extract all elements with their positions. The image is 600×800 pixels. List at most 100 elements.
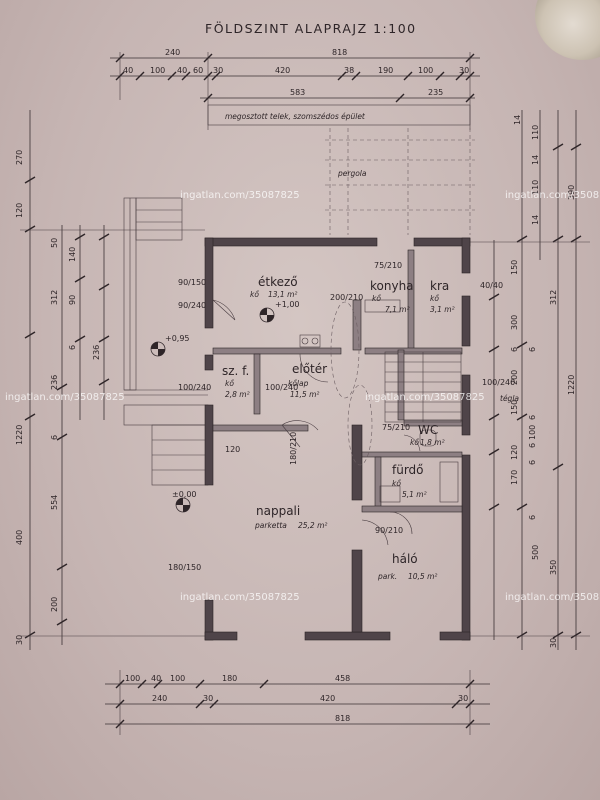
door-dim-2: 90/240 bbox=[178, 301, 206, 310]
room-wc-area: 1,8 m² bbox=[420, 438, 445, 447]
dim-left-236b: 236 bbox=[92, 345, 101, 360]
right-dimension-lines bbox=[470, 110, 590, 650]
neighbour-note: megosztott telek, szomszédos épület bbox=[225, 112, 366, 121]
level-entrance: ±0,00 bbox=[172, 490, 197, 499]
dim-right-6f: 6 bbox=[528, 515, 537, 520]
dim-top-818: 818 bbox=[332, 48, 347, 57]
room-szf-name: sz. f. bbox=[222, 364, 249, 378]
dim-bottom-180: 180 bbox=[222, 674, 237, 683]
door-dim-9: 40/40 bbox=[480, 281, 503, 290]
dim-right-200: 200 bbox=[510, 370, 519, 385]
door-dim-10: 75/210 bbox=[382, 423, 410, 432]
dim-left-120: 120 bbox=[15, 203, 24, 218]
dim-left-90: 90 bbox=[68, 295, 77, 305]
dim-right-110b: 110 bbox=[531, 180, 540, 195]
dim-bottom-40: 40 bbox=[151, 674, 161, 683]
room-konyha-detail: kő bbox=[372, 294, 381, 303]
door-dim-4: 100/240 bbox=[265, 383, 298, 392]
dim-bottom2-30b: 30 bbox=[458, 694, 468, 703]
dim-left-400: 400 bbox=[15, 530, 24, 545]
watermark-3: ingatlan.com/35087825 bbox=[365, 392, 485, 403]
dim-right-100: 100 bbox=[528, 425, 537, 440]
dim-bottom2-30a: 30 bbox=[203, 694, 213, 703]
door-dim-13: 100/240 bbox=[482, 378, 515, 387]
stairs bbox=[384, 351, 462, 423]
dim-right-110a: 110 bbox=[531, 125, 540, 140]
room-nappali-name: nappali bbox=[256, 504, 300, 518]
dim-top-240: 240 bbox=[165, 48, 180, 57]
dim-right-390: 390 bbox=[567, 185, 576, 200]
room-wc-name: WC bbox=[418, 423, 438, 437]
room-halo-detail: park. bbox=[377, 572, 397, 581]
dim-right-150a: 150 bbox=[510, 260, 519, 275]
dim-top2-100a: 100 bbox=[150, 66, 165, 75]
dim-right-300: 300 bbox=[510, 315, 519, 330]
dim-right-6e: 6 bbox=[528, 460, 537, 465]
dim-right-1220: 1220 bbox=[567, 375, 576, 395]
level-markers bbox=[150, 307, 275, 513]
room-eloter-detail: kőlap bbox=[288, 379, 309, 388]
room-etkezo-name: étkező bbox=[258, 275, 298, 289]
dim-left-6a: 6 bbox=[68, 345, 77, 350]
dim-left-6b: 6 bbox=[50, 435, 59, 440]
watermark-6: ingatlan.com/35087825 bbox=[505, 592, 600, 603]
door-dim-3: 100/240 bbox=[178, 383, 211, 392]
dim-right-6d: 6 bbox=[528, 443, 537, 448]
room-kamra-detail: kő bbox=[430, 294, 439, 303]
dim-right-14a: 14 bbox=[513, 115, 522, 125]
dim-top3-235: 235 bbox=[428, 88, 443, 97]
room-etkezo-area: 13,1 m² bbox=[268, 290, 297, 299]
bottom-dimension-lines bbox=[105, 670, 490, 735]
dim-top2-100b: 100 bbox=[418, 66, 433, 75]
door-dim-1: 90/150 bbox=[178, 278, 206, 287]
watermark-1: ingatlan.com/35087825 bbox=[180, 190, 300, 201]
dim-bottom2-420: 420 bbox=[320, 694, 335, 703]
fixtures bbox=[299, 299, 459, 503]
dim-right-14b: 14 bbox=[531, 155, 540, 165]
room-szf-area: 2,8 m² bbox=[225, 390, 250, 399]
dim-right-120: 120 bbox=[510, 445, 519, 460]
dim-right-6b: 6 bbox=[528, 347, 537, 352]
dim-left-30: 30 bbox=[15, 635, 24, 645]
dim-right-30: 30 bbox=[549, 638, 558, 648]
stair-note: tégla bbox=[500, 394, 519, 403]
plan-title: FÖLDSZINT ALAPRAJZ 1:100 bbox=[205, 20, 417, 36]
dim-left-140: 140 bbox=[68, 247, 77, 262]
room-furdo-detail: kő bbox=[392, 479, 401, 488]
dim-top2-60: 60 bbox=[193, 66, 203, 75]
door-dim-11: 180/150 bbox=[168, 563, 201, 572]
door-dim-12: 90/210 bbox=[375, 526, 403, 535]
dim-right-170: 170 bbox=[510, 470, 519, 485]
dim-left-1220: 1220 bbox=[15, 425, 24, 445]
dim-top2-38: 38 bbox=[344, 66, 354, 75]
room-kamra-name: kra bbox=[430, 279, 449, 293]
pergola-label: pergola bbox=[337, 169, 367, 178]
room-halo-area: 10,5 m² bbox=[408, 572, 437, 581]
dim-bottom3-818: 818 bbox=[335, 714, 350, 723]
dim-right-6c: 6 bbox=[528, 415, 537, 420]
dim-right-14c: 14 bbox=[531, 215, 540, 225]
level-terrace: +0,95 bbox=[165, 334, 190, 343]
dim-right-500: 500 bbox=[531, 545, 540, 560]
room-etkezo-detail: kő bbox=[250, 290, 259, 299]
door-dim-7: 200/210 bbox=[330, 293, 363, 302]
watermark-5: ingatlan.com/35087825 bbox=[505, 190, 600, 201]
neighbour-note-box bbox=[207, 104, 471, 126]
room-furdo-name: fürdő bbox=[392, 463, 424, 477]
dim-bottom-100b: 100 bbox=[170, 674, 185, 683]
dim-top2-190: 190 bbox=[378, 66, 393, 75]
dim-right-312: 312 bbox=[549, 290, 558, 305]
room-furdo-area: 5,1 m² bbox=[402, 490, 427, 499]
room-wc-detail: kő bbox=[410, 438, 419, 447]
dim-bottom2-240: 240 bbox=[152, 694, 167, 703]
dim-right-6a: 6 bbox=[510, 347, 519, 352]
door-dim-6: 180/210 bbox=[289, 432, 298, 465]
dim-top2-40b: 40 bbox=[177, 66, 187, 75]
left-dimension-lines bbox=[20, 110, 210, 650]
dim-left-236: 236 bbox=[50, 375, 59, 390]
door-dim-8: 75/210 bbox=[374, 261, 402, 270]
room-eloter-area: 11,5 m² bbox=[290, 390, 319, 399]
room-konyha-area: 7,1 m² bbox=[385, 305, 410, 314]
